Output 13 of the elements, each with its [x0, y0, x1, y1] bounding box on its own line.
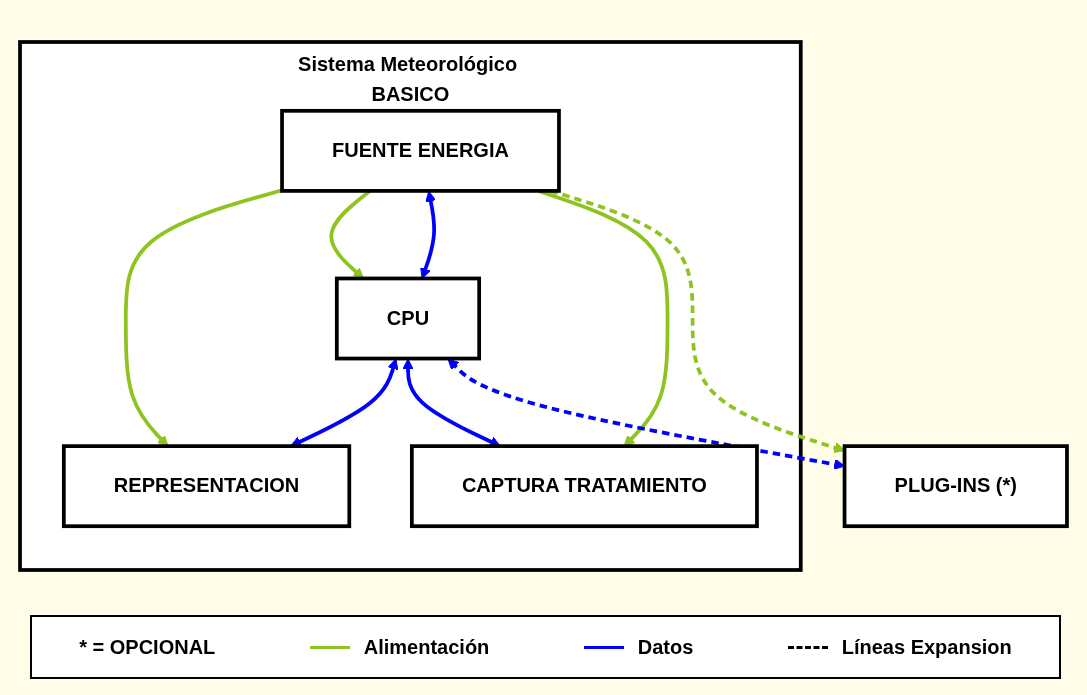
node-box: CAPTURA TRATAMIENTO [409, 444, 759, 529]
legend-label: Líneas Expansion [841, 635, 1012, 659]
node-box: CPU [334, 276, 482, 361]
legend-note: * = OPCIONAL [79, 635, 216, 659]
arrow [290, 358, 399, 447]
node-box: REPRESENTACION [61, 444, 352, 529]
legend-label: Datos [637, 635, 694, 659]
legend-label: Alimentación [363, 635, 490, 659]
arrow [123, 188, 283, 447]
arrow [420, 190, 437, 279]
node-box: FUENTE ENERGIA [280, 108, 561, 193]
node-box: PLUG-INS (*) [842, 444, 1069, 529]
arrow [402, 358, 501, 447]
